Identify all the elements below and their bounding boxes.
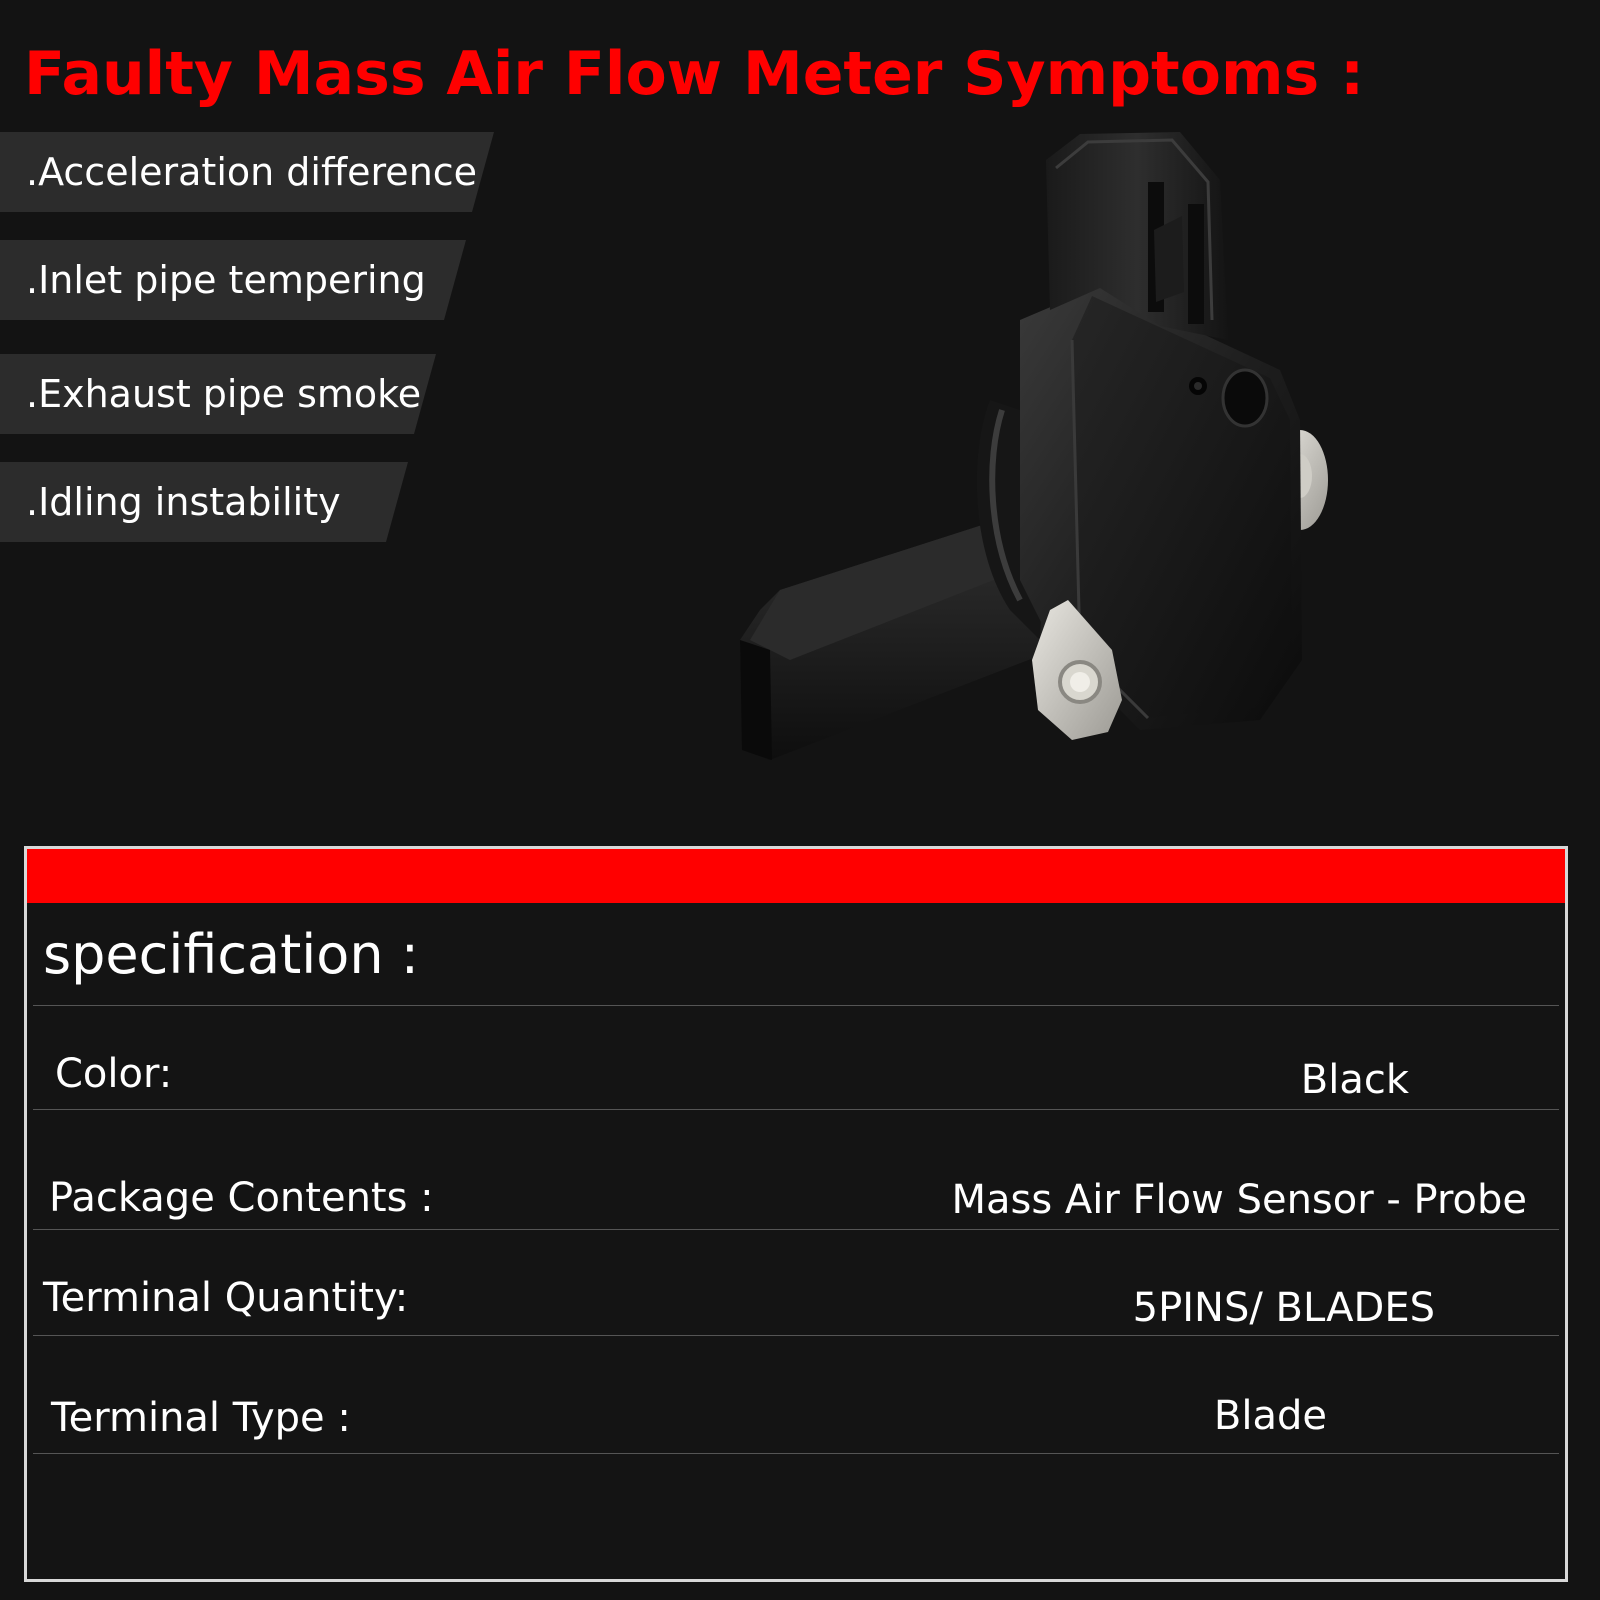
spec-label-terminal-quantity: Terminal Quantity: [43,1275,409,1321]
spec-title: specification : [43,923,419,986]
spec-label-color: Color: [55,1051,173,1097]
spec-value-terminal-quantity: 5PINS/ BLADES [1132,1285,1435,1331]
spec-value-package-contents: Mass Air Flow Sensor - Probe [951,1177,1527,1223]
symptom-label: .Idling instability [26,480,341,524]
mass-air-flow-sensor-image [740,132,1328,760]
symptom-label: .Inlet pipe tempering [26,258,426,302]
symptom-banner: .Idling instability [0,462,408,542]
divider [33,1335,1559,1336]
symptom-banner: .Acceleration difference [0,132,494,212]
spec-header-bar [27,849,1565,903]
headline: Faulty Mass Air Flow Meter Symptoms : [24,39,1365,109]
spec-value-color: Black [1300,1057,1409,1103]
symptom-label: .Acceleration difference [26,150,478,194]
divider [33,1229,1559,1230]
divider [33,1453,1559,1454]
symptom-label: .Exhaust pipe smoke [26,372,422,416]
symptom-banner: .Inlet pipe tempering [0,240,466,320]
divider [33,1109,1559,1110]
spec-label-terminal-type: Terminal Type : [51,1395,351,1441]
spec-value-terminal-type: Blade [1213,1393,1327,1439]
symptom-banner: .Exhaust pipe smoke [0,354,436,434]
specification-panel: specification : Color: Black Package Con… [24,846,1568,1582]
spec-label-package-contents: Package Contents : [49,1175,434,1221]
divider [33,1005,1559,1006]
symptom-list: .Acceleration difference .Inlet pipe tem… [0,0,520,560]
